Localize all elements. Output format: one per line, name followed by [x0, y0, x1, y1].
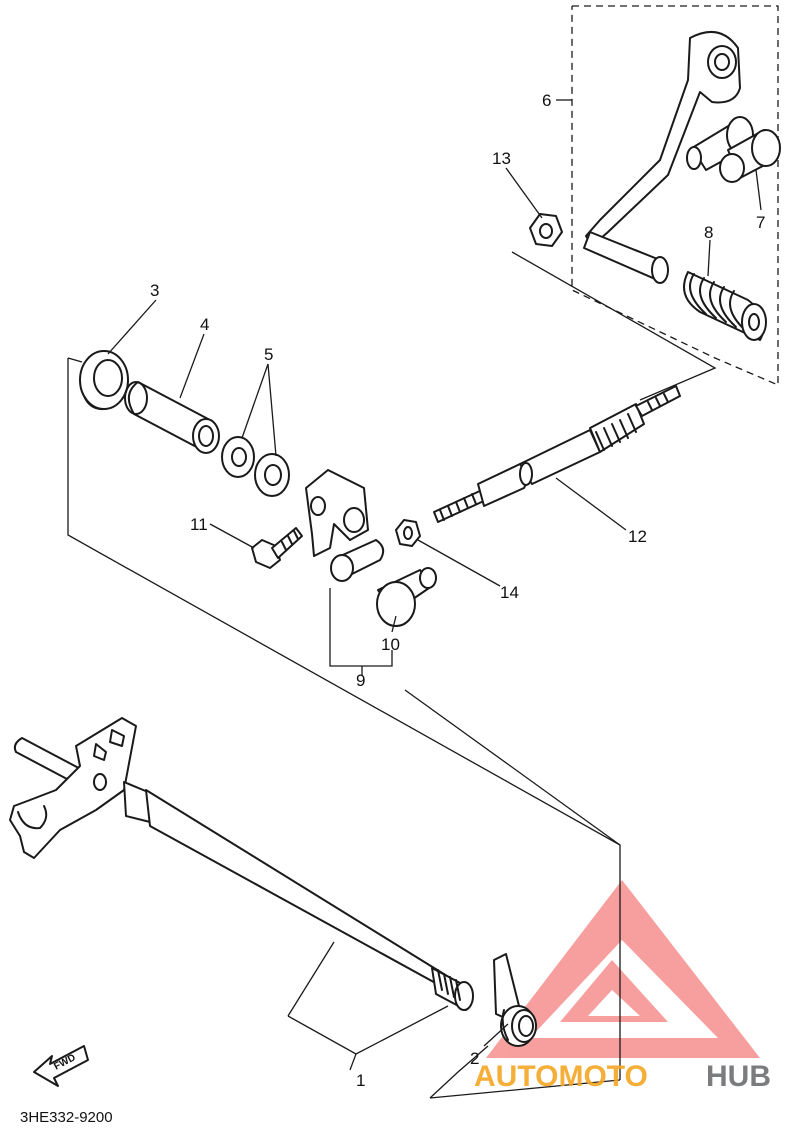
watermark-word-main: AUTOMOTO	[474, 1060, 648, 1093]
callout-5: 5	[264, 345, 273, 364]
frame-tick	[67, 357, 83, 363]
part-code: 3HE332-9200	[20, 1109, 113, 1126]
pedal-assembly-box	[571, 5, 779, 386]
oil-seal	[79, 350, 129, 411]
collar	[124, 381, 220, 454]
callout-13: 13	[492, 149, 511, 168]
return-spring	[493, 953, 537, 1047]
callout-1: 1	[356, 1071, 365, 1090]
callout-3: 3	[150, 281, 159, 300]
assembly-frame-lower	[67, 358, 621, 1080]
callout-4: 4	[200, 315, 209, 334]
frame-diag	[404, 689, 621, 846]
callout-6: 6	[542, 91, 551, 110]
watermark-logo	[486, 880, 760, 1058]
assembly-frame-upper	[511, 251, 717, 401]
leader-lines	[107, 99, 762, 1099]
shift-shaft	[9, 717, 474, 1011]
callout-labels: 1 2 3 4 5 6 7 8 9 10 11 12 13 14	[150, 91, 765, 1090]
bolt-11	[251, 527, 303, 569]
callout-14: 14	[500, 583, 519, 602]
joint-pin	[686, 116, 781, 183]
callout-7: 7	[756, 213, 765, 232]
shift-rod	[433, 385, 681, 523]
shift-pedal-arm	[583, 30, 741, 284]
pedal-rubber	[683, 271, 767, 341]
nut-14	[395, 519, 421, 547]
forward-arrow: FWD	[33, 1045, 89, 1087]
callout-10: 10	[381, 635, 400, 654]
watermark-word-accent: HUB	[706, 1060, 771, 1093]
callout-8: 8	[704, 223, 713, 242]
callout-11: 11	[190, 515, 208, 534]
watermark-wordmark: AUTOMOTO HUB	[474, 1060, 771, 1093]
shift-arm	[305, 469, 385, 582]
callout-12: 12	[628, 527, 647, 546]
callout-9: 9	[356, 671, 365, 690]
rod-end-10	[376, 567, 437, 627]
bearings	[221, 436, 290, 497]
callout-2: 2	[470, 1049, 479, 1068]
nut-13	[529, 213, 563, 247]
